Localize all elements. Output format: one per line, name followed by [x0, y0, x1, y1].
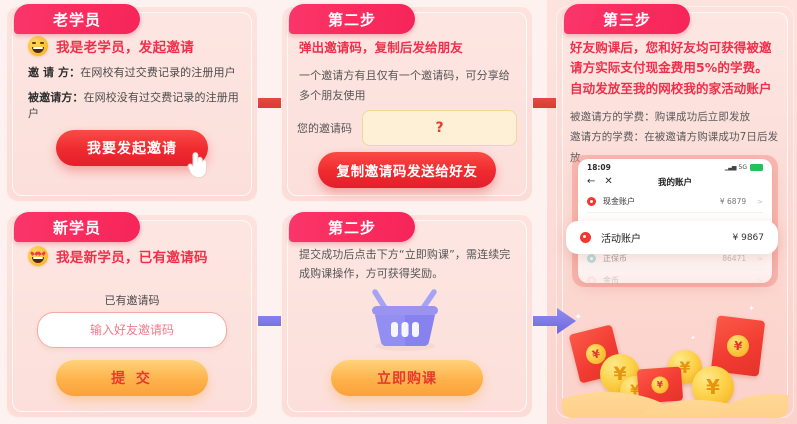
phone-status-icons: ▁▃▅ 5G — [725, 164, 763, 171]
panel-step-two-bottom: 第二步 提交成功后点击下方“立即购课”，需连续完成购课操作，方可获得奖励。 立即… — [281, 212, 533, 418]
rule-inviter-text: 在网校有过交费记录的注册用户 — [80, 66, 236, 79]
signal-icon: ▁▃▅ — [724, 164, 737, 171]
step-two-top-paragraph: 一个邀请方有且仅有一个邀请码，可分享给多个朋友使用 — [299, 68, 510, 103]
battery-icon — [750, 164, 763, 171]
step-three-headline: 好友购课后，您和好友均可获得被邀请方实际支付现金费用5%的学费。自动发放至我的网… — [570, 40, 772, 96]
chevron-right-icon: > — [757, 197, 763, 206]
arrow-left-icon[interactable]: ← — [587, 176, 596, 187]
phone-status-bar: 18:09 ▁▃▅ 5G — [578, 159, 772, 172]
badge-step-two-bottom: 第二步 — [289, 212, 415, 242]
old-student-headline: 我是老学员，发起邀请 — [56, 40, 194, 56]
account-dot-icon-pale — [587, 276, 596, 283]
activity-account-amount: ¥ 9867 — [732, 232, 765, 243]
buy-course-now-button[interactable]: 立即购课 — [331, 360, 483, 396]
step-two-bottom-paragraph: 提交成功后点击下方“立即购课”，需连续完成购课操作，方可获得奖励。 — [299, 248, 511, 280]
badge-new-student: 新学员 — [14, 212, 140, 242]
arrow-bottom-2 — [533, 306, 577, 336]
step-three-note-1: 被邀请方的学费：购课成功后立即发放 — [570, 110, 751, 123]
phone-account-row-coin[interactable]: 正保币 86471 > — [578, 248, 772, 269]
account-name: 金币 — [603, 276, 619, 283]
grinning-face-emoji — [28, 36, 48, 56]
panel-step-two-top: 第二步 弹出邀请码，复制后发给朋友 一个邀请方有且仅有一个邀请码，可分享给多个朋… — [281, 4, 533, 202]
network-label: 5G — [738, 164, 747, 171]
invite-code-input[interactable] — [38, 312, 226, 348]
phone-highlight-activity-account[interactable]: 活动账户 ¥ 9867 — [566, 221, 778, 254]
account-amount: 86471 — [722, 254, 747, 263]
new-student-headline-row: 我是新学员，已有邀请码 — [28, 246, 242, 266]
badge-old-student: 老学员 — [14, 4, 140, 34]
close-icon[interactable]: ✕ — [604, 176, 613, 187]
invite-code-input-wrap[interactable] — [37, 312, 227, 348]
new-student-headline: 我是新学员，已有邀请码 — [56, 250, 208, 266]
panel-old-student: 老学员 我是老学员，发起邀请 邀 请 方：在网校有过交费记录的注册用户 被邀请方… — [6, 4, 258, 202]
invite-code-label: 您的邀请码 — [297, 122, 352, 136]
chevron-right-icon: > — [757, 276, 763, 284]
phone-account-row-gold[interactable]: 金币 > — [578, 270, 772, 283]
shopping-basket-icon — [372, 289, 438, 351]
badge-step-two-top: 第二步 — [289, 4, 415, 34]
rule-invitee: 被邀请方：在网校没有过交费记录的注册用户 — [28, 90, 242, 122]
heart-eyes-emoji — [28, 246, 48, 266]
account-name: 现金账户 — [603, 197, 635, 206]
phone-status-time: 18:09 — [587, 163, 611, 172]
submit-invite-code-button[interactable]: 提 交 — [56, 360, 208, 396]
new-student-sub-label: 已有邀请码 — [104, 294, 160, 307]
envelope-seal-icon: ¥ — [725, 333, 751, 359]
rule-invitee-text: 在网校没有过交费记录的注册用户 — [28, 90, 239, 120]
phone-account-row-cash[interactable]: 现金账户 ¥ 6879 > — [578, 191, 772, 212]
panel-new-student: 新学员 我是新学员，已有邀请码 已有邀请码 提 交 — [6, 212, 258, 418]
badge-step-three: 第三步 — [564, 4, 690, 34]
rule-inviter-label: 邀 请 方： — [28, 66, 81, 79]
phone-nav-bar: ← ✕ 我的账户 — [578, 172, 772, 191]
rule-inviter: 邀 请 方：在网校有过交费记录的注册用户 — [28, 65, 242, 81]
invite-code-value: ? — [362, 110, 517, 147]
copy-invite-code-button[interactable]: 复制邀请码发送给好友 — [318, 152, 496, 188]
step-two-top-headline: 弹出邀请码，复制后发给朋友 — [299, 40, 463, 55]
reward-illustration: ✦ ✦ ✦ ✦ ✦ ¥ ¥ ¥ ¥ ¥ ¥ ¥ — [562, 296, 788, 418]
panel-step-three: 第三步 好友购课后，您和好友均可获得被邀请方实际支付现金费用5%的学费。自动发放… — [556, 4, 794, 418]
account-amount: ¥ 6879 — [719, 197, 747, 206]
old-student-headline-row: 我是老学员，发起邀请 — [28, 36, 242, 56]
activity-account-name: 活动账户 — [601, 234, 641, 245]
phone-nav-title: 我的账户 — [657, 178, 692, 188]
account-dot-icon — [587, 197, 596, 206]
chevron-right-icon: > — [757, 254, 763, 263]
start-invite-button[interactable]: 我要发起邀请 — [56, 130, 208, 166]
phone-divider — [587, 212, 763, 213]
rule-invitee-label: 被邀请方： — [28, 90, 84, 104]
account-name: 正保币 — [603, 254, 627, 263]
account-dot-icon-teal — [587, 254, 596, 263]
activity-account-dot-icon — [580, 232, 591, 243]
phone-divider-3 — [587, 269, 763, 270]
envelope-seal-icon: ¥ — [650, 375, 670, 395]
invite-code-row: 您的邀请码 ? — [297, 110, 517, 147]
